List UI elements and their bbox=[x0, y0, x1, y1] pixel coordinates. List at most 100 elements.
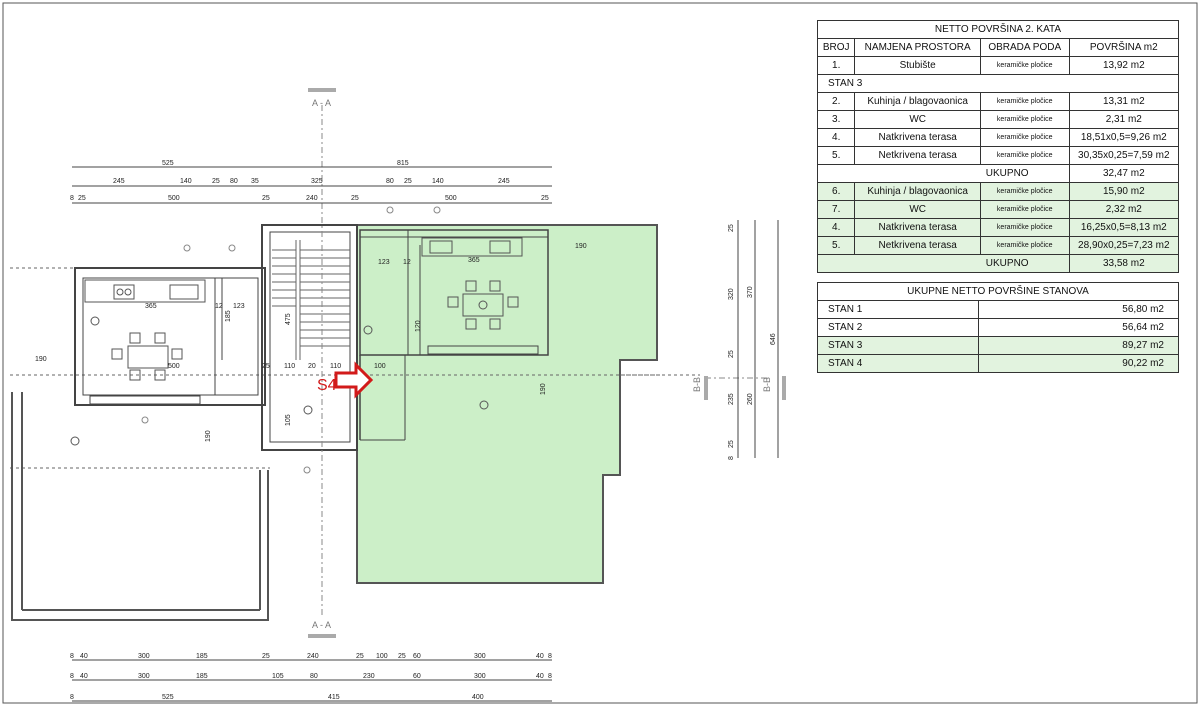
section-label-bb-right: B-B bbox=[762, 377, 772, 392]
cell-num: 4. bbox=[816, 218, 856, 237]
cell-floor: keramičke pločice bbox=[979, 128, 1070, 147]
dim-right-b: 320 bbox=[728, 288, 735, 300]
dim-top-1-b: 815 bbox=[397, 160, 409, 167]
dim-inner-m: 25 bbox=[262, 363, 270, 370]
cell-name: WC bbox=[854, 200, 981, 219]
dim-top-2-i: 140 bbox=[432, 178, 444, 185]
dim-right-f: 8 bbox=[728, 456, 735, 460]
cell-num: 2. bbox=[816, 92, 856, 111]
section-bar-aa-top bbox=[308, 88, 336, 92]
dim-top-3-e: 240 bbox=[306, 195, 318, 202]
cell-name: STAN 4 bbox=[816, 354, 980, 373]
cell-area: 30,35x0,25=7,59 m2 bbox=[1068, 146, 1180, 165]
dim-inner-a: 365 bbox=[145, 303, 157, 310]
cell-num: 4. bbox=[816, 128, 856, 147]
dim-inner-t: 105 bbox=[285, 414, 292, 426]
dim-top-2-b: 140 bbox=[180, 178, 192, 185]
dim-bottom-1-a: 8 bbox=[70, 653, 74, 660]
cell-floor: keramičke pločice bbox=[979, 110, 1070, 129]
dim-bottom-2-j: 40 bbox=[536, 673, 544, 680]
dim-inner-c: 123 bbox=[233, 303, 245, 310]
header-povrsina: POVRŠINA m2 bbox=[1068, 38, 1180, 57]
dim-bottom-1-k: 300 bbox=[474, 653, 486, 660]
section-stan3: STAN 3 bbox=[817, 74, 1179, 93]
dim-bottom-2-e: 105 bbox=[272, 673, 284, 680]
dim-top-3-h: 25 bbox=[541, 195, 549, 202]
table-row: STAN 4 90,22 m2 bbox=[816, 354, 1179, 373]
dim-top-3-b: 25 bbox=[78, 195, 86, 202]
dim-bottom-1-e: 25 bbox=[262, 653, 270, 660]
header-namjena: NAMJENA PROSTORA bbox=[854, 38, 981, 57]
cell-area: 13,31 m2 bbox=[1068, 92, 1180, 111]
section-bar-bb-left bbox=[704, 376, 708, 400]
dim-bottom-2-g: 230 bbox=[363, 673, 375, 680]
dim-bottom-2-c: 300 bbox=[138, 673, 150, 680]
dim-top-2-h: 25 bbox=[404, 178, 412, 185]
dim-bottom-1-i: 25 bbox=[398, 653, 406, 660]
cell-name: Kuhinja / blagovaonica bbox=[854, 92, 981, 111]
table-row: 4. Natkrivena terasa keramičke pločice 1… bbox=[816, 218, 1180, 237]
cell-floor: keramičke pločice bbox=[979, 218, 1070, 237]
cell-name: Netkrivena terasa bbox=[854, 236, 981, 255]
cell-area: 28,90x0,25=7,23 m2 bbox=[1068, 236, 1180, 255]
dim-right-i: 646 bbox=[770, 333, 777, 345]
table2-title: UKUPNE NETTO POVRŠINE STANOVA bbox=[817, 282, 1179, 301]
dim-inner-h: 12 bbox=[403, 259, 411, 266]
cell-floor: keramičke pločice bbox=[979, 56, 1070, 75]
cell-num: 7. bbox=[816, 200, 856, 219]
cell-floor: keramičke pločice bbox=[979, 146, 1070, 165]
cell-name: Kuhinja / blagovaonica bbox=[854, 182, 981, 201]
top-dimension-lines bbox=[72, 166, 552, 204]
table-row: STAN 1 56,80 m2 bbox=[816, 300, 1179, 319]
level-markers bbox=[70, 300, 489, 446]
section-label-bb-left: B-B bbox=[692, 377, 702, 392]
vertical-dimension-lines bbox=[737, 220, 779, 458]
dim-top-2-a: 245 bbox=[113, 178, 125, 185]
dim-bottom-1-g: 25 bbox=[356, 653, 364, 660]
dim-inner-l: 190 bbox=[205, 430, 212, 442]
total-value: 32,47 m2 bbox=[1068, 164, 1180, 183]
dim-top-2-f: 325 bbox=[311, 178, 323, 185]
dim-bottom-3-c: 415 bbox=[328, 694, 340, 701]
dim-bottom-1-j: 60 bbox=[413, 653, 421, 660]
table-row: 3. WC keramičke pločice 2,31 m2 bbox=[816, 110, 1180, 129]
dim-bottom-3-d: 400 bbox=[472, 694, 484, 701]
total-value: 33,58 m2 bbox=[1068, 254, 1180, 273]
dim-bottom-2-a: 8 bbox=[70, 673, 74, 680]
dim-top-1-a: 525 bbox=[162, 160, 174, 167]
left-terrace-walls bbox=[11, 392, 269, 621]
dim-top-3-g: 500 bbox=[445, 195, 457, 202]
cell-name: STAN 2 bbox=[816, 318, 980, 337]
table-total-row: UKUPNO 32,47 m2 bbox=[817, 164, 1180, 183]
dim-right-c: 25 bbox=[728, 350, 735, 358]
cell-name: Stubište bbox=[854, 56, 981, 75]
cell-floor: keramičke pločice bbox=[979, 236, 1070, 255]
dim-bottom-2-h: 60 bbox=[413, 673, 421, 680]
dim-bottom-2-b: 40 bbox=[80, 673, 88, 680]
dim-right-g: 370 bbox=[747, 286, 754, 298]
table-row: STAN 2 56,64 m2 bbox=[816, 318, 1179, 337]
s4-marker-label: S4 bbox=[317, 377, 337, 394]
table-row: 5. Netkrivena terasa keramičke pločice 3… bbox=[816, 146, 1180, 165]
dim-inner-f: 190 bbox=[35, 356, 47, 363]
table-row: 6. Kuhinja / blagovaonica keramičke ploč… bbox=[816, 182, 1180, 201]
table-row: 2. Kuhinja / blagovaonica keramičke ploč… bbox=[816, 92, 1180, 111]
dim-bottom-1-l: 40 bbox=[536, 653, 544, 660]
section-bar-aa-bottom bbox=[308, 634, 336, 638]
dim-bottom-1-c: 300 bbox=[138, 653, 150, 660]
dim-bottom-1-d: 185 bbox=[196, 653, 208, 660]
dim-top-3-d: 25 bbox=[262, 195, 270, 202]
dim-top-2-e: 35 bbox=[251, 178, 259, 185]
total-label: UKUPNO bbox=[817, 164, 1070, 183]
cell-name: STAN 3 bbox=[816, 336, 980, 355]
dim-bottom-1-b: 40 bbox=[80, 653, 88, 660]
table-row: 4. Natkrivena terasa keramičke pločice 1… bbox=[816, 128, 1180, 147]
cell-area: 15,90 m2 bbox=[1068, 182, 1180, 201]
dim-inner-o: 20 bbox=[308, 363, 316, 370]
dim-top-2-g: 80 bbox=[386, 178, 394, 185]
dim-top-3-f: 25 bbox=[351, 195, 359, 202]
table-row: 1. Stubište keramičke pločice 13,92 m2 bbox=[816, 56, 1180, 75]
dim-bottom-3-b: 525 bbox=[162, 694, 174, 701]
cell-area: 16,25x0,5=8,13 m2 bbox=[1068, 218, 1180, 237]
cell-area: 18,51x0,5=9,26 m2 bbox=[1068, 128, 1180, 147]
